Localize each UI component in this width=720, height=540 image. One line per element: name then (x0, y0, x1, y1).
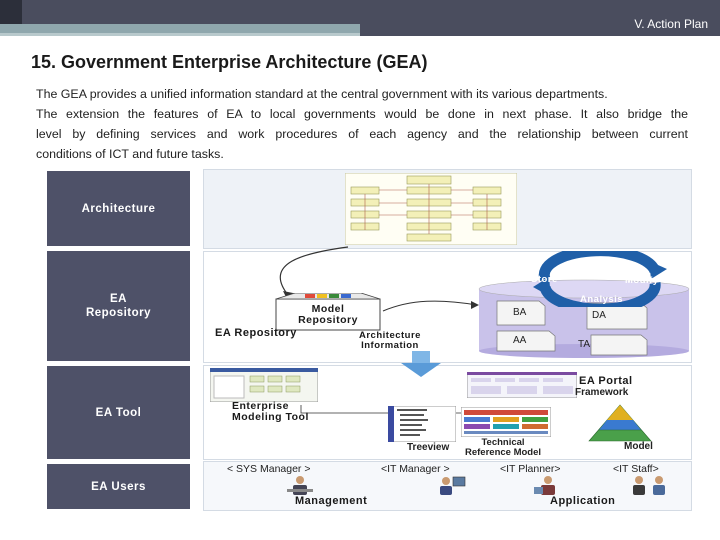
row-label-ea-tool: EA Tool (47, 366, 190, 459)
application-label: Application (550, 495, 616, 507)
cycle-report: Report (581, 257, 615, 268)
ea-portal-screenshot (467, 372, 577, 398)
ea-lifecycle-cycle (533, 251, 667, 307)
model-pyramid (588, 404, 652, 442)
row-label-text: EA Tool (95, 406, 142, 419)
flow-arrow-to-database (382, 300, 479, 312)
row-label-text: Architecture (81, 202, 156, 215)
user-sys-manager-icon (287, 476, 313, 495)
row-label-text: EA Users (91, 480, 146, 493)
role-sys-manager: < SYS Manager > (227, 463, 311, 475)
architecture-information-caption: Architecture Information (359, 330, 421, 351)
model-label: Model (624, 441, 653, 452)
body-text: The GEA provides a unified information s… (36, 84, 688, 164)
db-tag-da: DA (592, 310, 606, 321)
row-label-text: EA Repository (85, 293, 152, 319)
management-label: Management (295, 495, 368, 507)
role-it-staff: <IT Staff> (613, 463, 659, 475)
model-repository-label: Model Repository (298, 303, 358, 326)
gea-figure: Architecture EA Repository EA Tool EA Us… (47, 169, 692, 511)
flow-arrow-down (401, 351, 441, 377)
role-it-planner: <IT Planner> (500, 463, 561, 475)
slide-title: 15. Government Enterprise Architecture (… (31, 52, 428, 72)
architecture-flow-diagram (345, 173, 517, 245)
ea-repository-caption: EA Repository (215, 327, 297, 339)
db-tag-ba: BA (513, 307, 527, 318)
cycle-store: Store (531, 274, 558, 285)
row-label-architecture: Architecture (47, 171, 190, 246)
treeview-screenshot (388, 406, 456, 442)
row-label-ea-users: EA Users (47, 464, 190, 509)
body-line: level by defining services and work proc… (36, 127, 688, 141)
ea-database-cylinder (478, 279, 690, 358)
user-it-staff-icon (633, 476, 665, 495)
user-it-manager-icon (440, 476, 466, 495)
body-line: conditions of ICT and future tasks. (36, 147, 224, 161)
db-tag-ta: TA (578, 339, 591, 350)
enterprise-modeling-tool-label: Enterprise Modeling Tool (232, 400, 309, 423)
trm-label: Technical Reference Model (465, 437, 542, 458)
db-tag-aa: AA (513, 335, 527, 346)
modeling-tool-screenshot (210, 368, 318, 402)
ea-portal-label: EA Portal (579, 375, 633, 387)
model-repository-box: Model Repository (275, 292, 381, 331)
treeview-label: Treeview (407, 442, 450, 453)
row-label-ea-repository: EA Repository (47, 251, 190, 361)
role-it-manager: <IT Manager > (381, 463, 450, 475)
user-it-planner-icon (534, 476, 555, 495)
body-line: The GEA provides a unified information s… (36, 87, 608, 101)
cycle-modify: Modify (625, 275, 659, 286)
framework-label: Framework (575, 387, 629, 398)
body-line: The extension the features of EA to loca… (36, 107, 688, 121)
cycle-analysis: Analysis (580, 294, 624, 305)
header-bar: V. Action Plan (0, 0, 720, 36)
trm-grid-screenshot (461, 407, 551, 437)
header-accent-stripe (0, 33, 360, 36)
section-label: V. Action Plan (634, 17, 708, 31)
